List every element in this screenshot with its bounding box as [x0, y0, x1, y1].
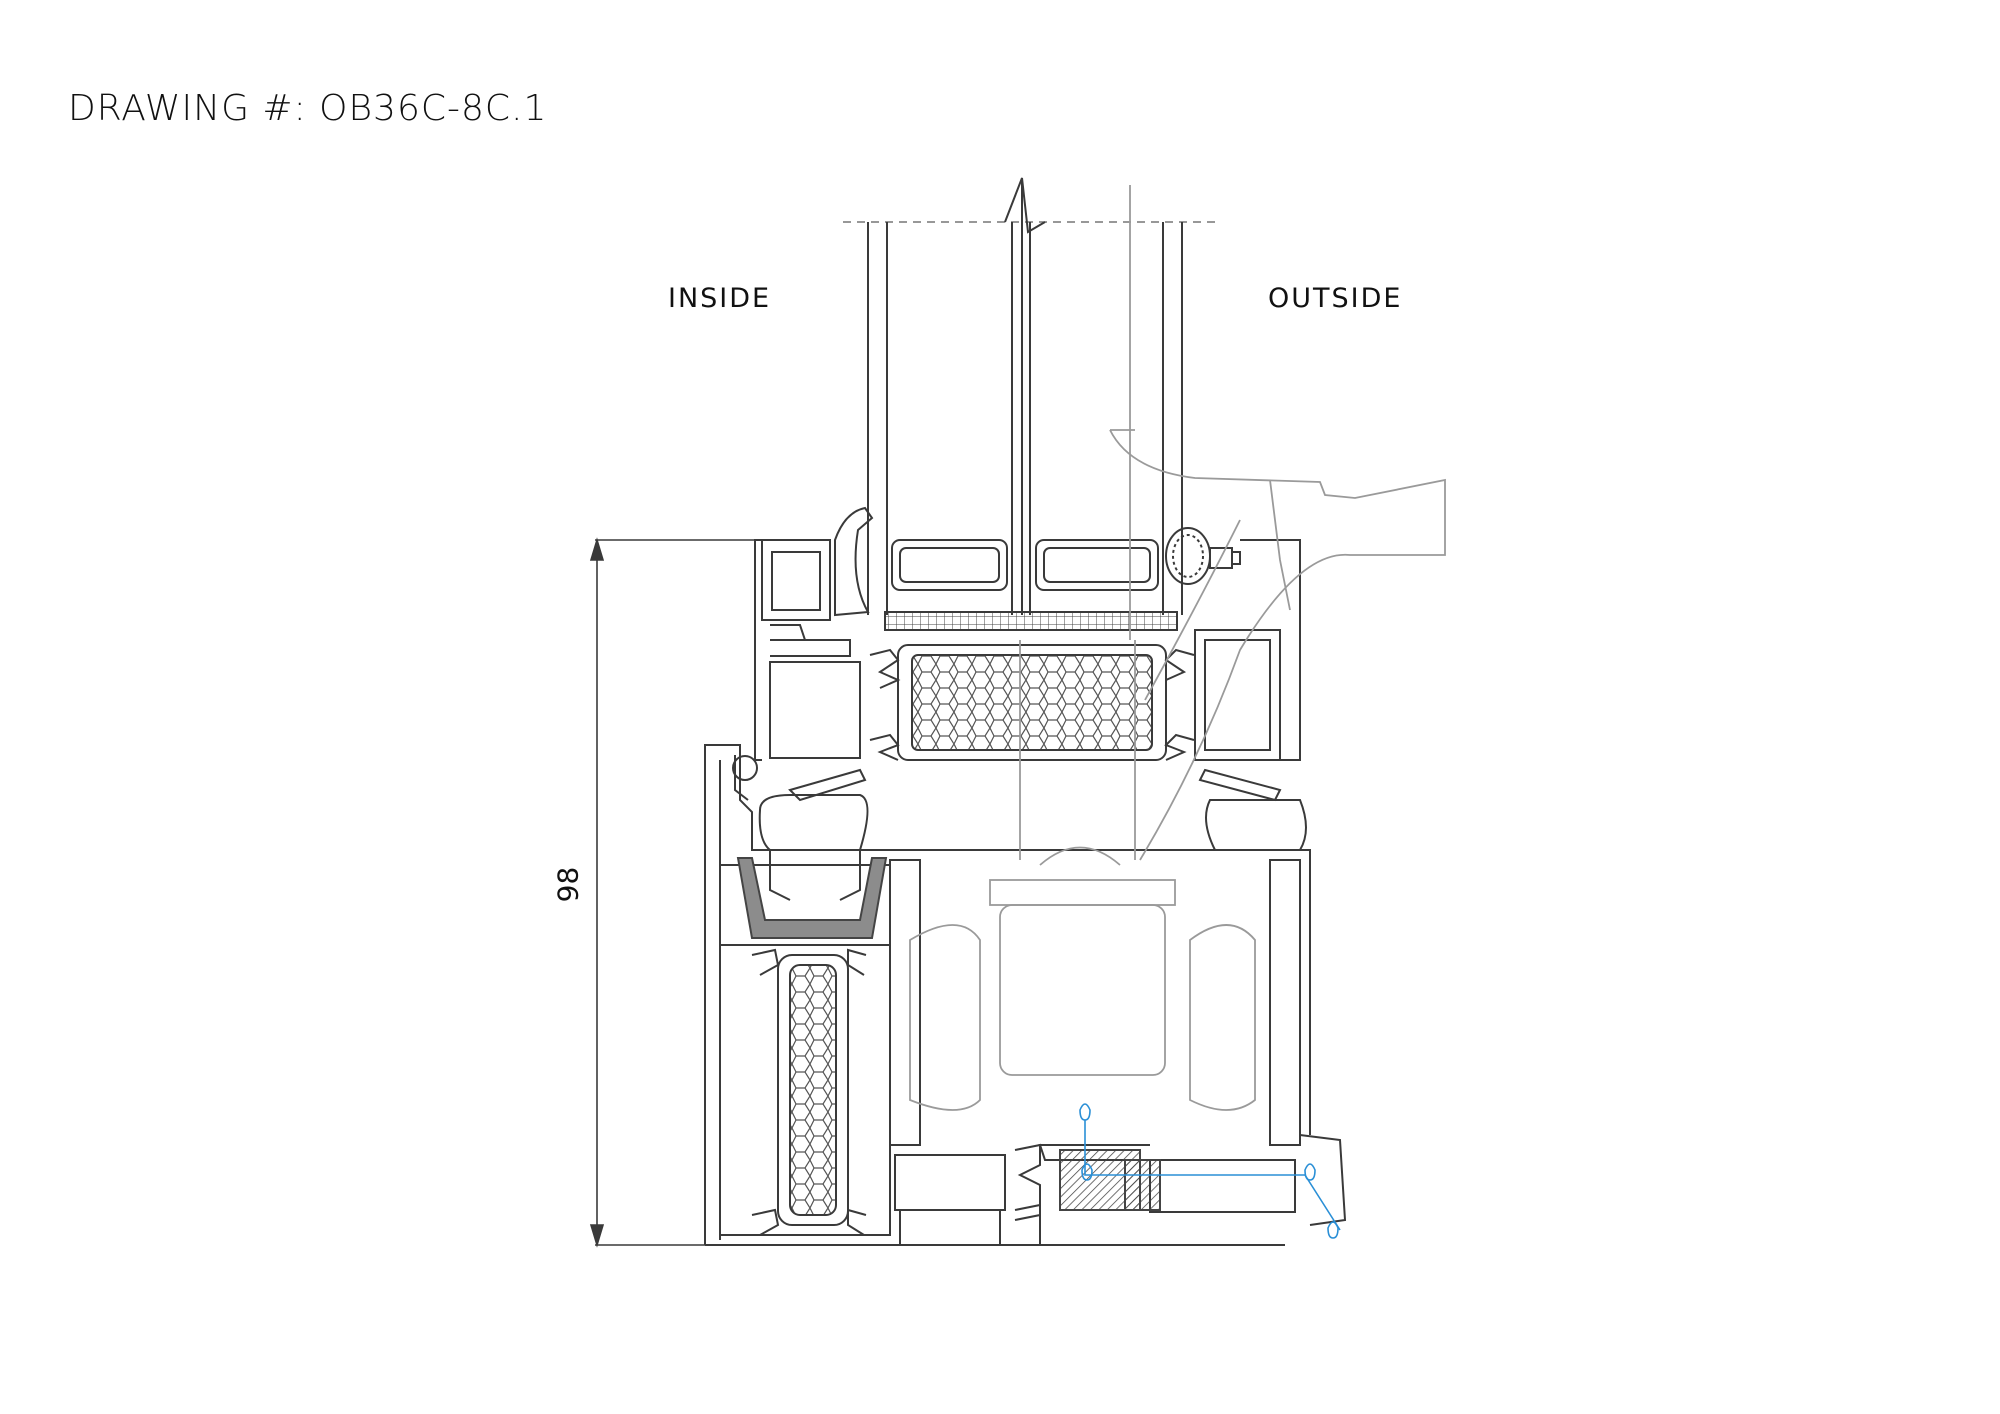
glass-unit: [867, 177, 1183, 615]
drawing-title: DRAWING #: OB36C-8C.1: [68, 88, 548, 129]
outer-gasket: [1165, 527, 1241, 585]
lower-thermal-break: [751, 948, 867, 1236]
upper-thermal-break: [869, 644, 1195, 761]
roller-assembly: [909, 185, 1446, 1111]
track-chambers: [889, 859, 1347, 1245]
spacer-left: [891, 539, 1008, 591]
dimension-line: [589, 537, 760, 1248]
spacer-right: [1035, 539, 1159, 591]
sash-frame: [754, 539, 1301, 761]
setting-block: [884, 611, 1178, 631]
glazing-bead-inside: [834, 506, 874, 617]
u-gasket: [736, 857, 888, 939]
water-drainage: [1079, 1103, 1341, 1239]
inside-label: INSIDE: [668, 283, 772, 314]
outside-label: OUTSIDE: [1268, 283, 1403, 314]
